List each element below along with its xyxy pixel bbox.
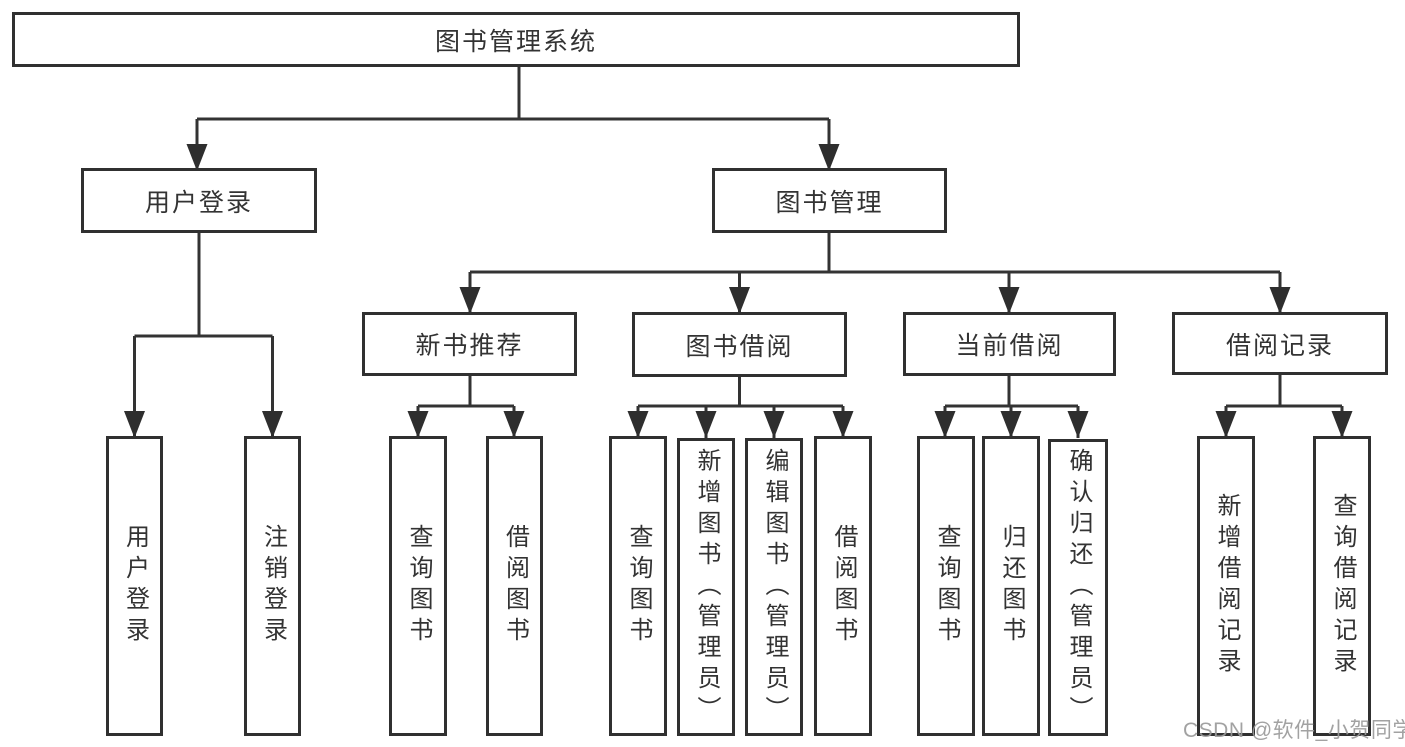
node-book-management-branch: 图书管理 <box>712 168 947 233</box>
csdn-watermark: CSDN @软件_小贺同学 <box>1183 719 1405 742</box>
node-leaf-query-books-borrow: 查询图书 <box>609 436 667 736</box>
node-book-borrowing: 图书借阅 <box>632 312 847 377</box>
node-leaf-query-books-current: 查询图书 <box>917 436 975 736</box>
node-root-system: 图书管理系统 <box>12 12 1020 67</box>
node-leaf-confirm-return-admin: 确认归还（管理员） <box>1048 439 1108 736</box>
node-leaf-borrow-books-recommend: 借阅图书 <box>486 436 543 736</box>
node-leaf-return-books: 归还图书 <box>982 436 1040 736</box>
node-leaf-query-books-recommend: 查询图书 <box>389 436 447 736</box>
node-new-book-recommendation: 新书推荐 <box>362 312 577 376</box>
node-leaf-user-login: 用户登录 <box>106 436 163 736</box>
node-leaf-add-books-admin: 新增图书（管理员） <box>677 438 735 736</box>
node-leaf-edit-books-admin: 编辑图书（管理员） <box>745 438 803 736</box>
node-leaf-query-borrow-record: 查询借阅记录 <box>1313 436 1371 736</box>
node-borrowing-records: 借阅记录 <box>1172 312 1388 375</box>
node-leaf-add-borrow-record: 新增借阅记录 <box>1197 436 1255 736</box>
node-user-login-branch: 用户登录 <box>81 168 317 233</box>
node-leaf-logout: 注销登录 <box>244 436 301 736</box>
node-leaf-borrow-books: 借阅图书 <box>814 436 872 736</box>
node-current-borrowing: 当前借阅 <box>903 312 1116 376</box>
